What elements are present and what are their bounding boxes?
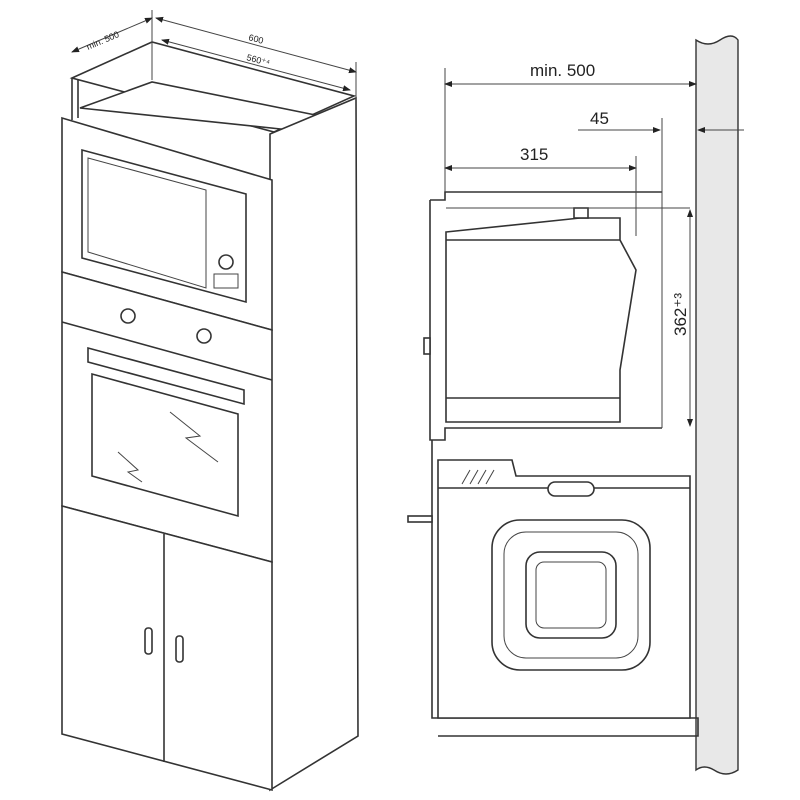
cabinet-side <box>269 96 359 792</box>
lower-cabinet <box>61 504 273 792</box>
microwave-knob[interactable] <box>218 254 234 270</box>
oven-side <box>437 459 691 719</box>
gap-label: 45 <box>590 109 609 128</box>
tall-cabinet <box>61 10 359 792</box>
microwave-side <box>445 217 637 423</box>
microwave-window <box>81 148 247 304</box>
appliance-depth-label: 315 <box>520 145 548 164</box>
niche-height-label: 362⁺³ <box>671 293 690 336</box>
wall <box>695 35 739 775</box>
door-handle-left[interactable] <box>144 627 153 655</box>
cabinet-depth-label: min. 500 <box>85 29 121 52</box>
side-section <box>407 35 744 775</box>
door-handle-right[interactable] <box>175 635 184 663</box>
oven-handle[interactable] <box>87 346 245 406</box>
oven-window <box>91 372 239 518</box>
side-depth-label: min. 500 <box>530 61 595 80</box>
cabinet-width-label: 600 <box>247 32 264 46</box>
fan-cover <box>491 519 651 671</box>
oven-knob-right[interactable] <box>196 328 212 344</box>
oven-knob-left[interactable] <box>120 308 136 324</box>
